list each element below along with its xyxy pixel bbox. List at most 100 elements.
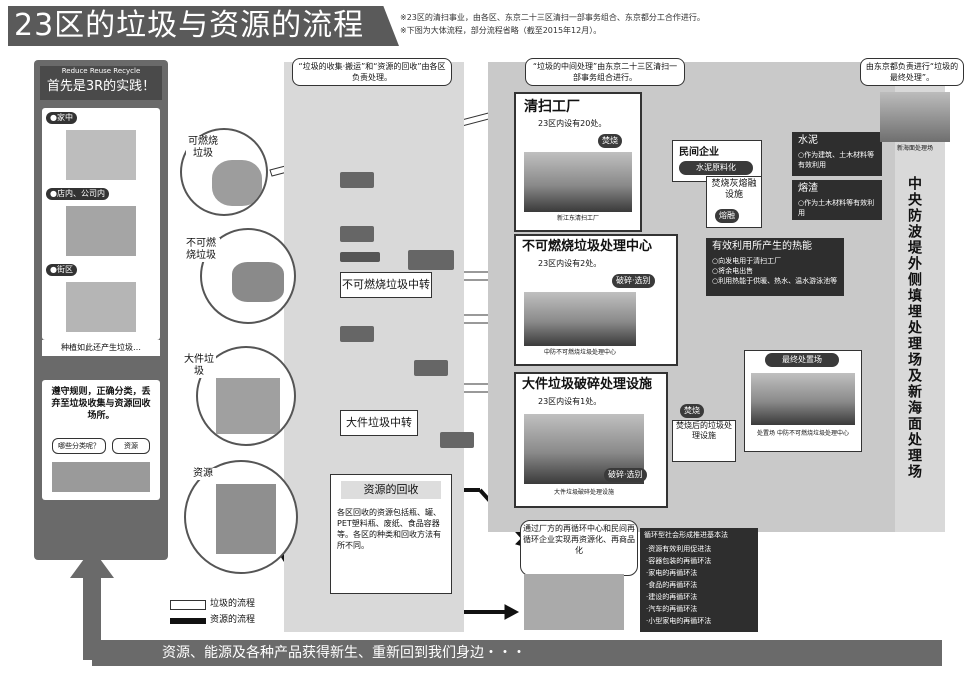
building-icon <box>66 206 136 256</box>
recycling-law-3: ·家电的再循环法 <box>646 569 698 577</box>
private-company-box: 民间企业 水泥原料化 <box>672 140 762 182</box>
landfill-vertical-label: 中央防波堤外侧填埋处理场及新海面处理场 <box>906 176 922 480</box>
recycling-law-7: ·小型家电的再循环法 <box>646 617 712 625</box>
sorting-card: 遵守规则，正确分类，丢弃至垃圾收集与资源回收场所。 哪些分类呢？ 资源 <box>42 380 160 500</box>
legend-black-label: 资源的流程 <box>210 615 256 625</box>
truck-icon <box>440 432 474 448</box>
bulky-center-box: 大件垃圾破碎处理设施 23区内设有1处。 破碎·选别 大件垃圾破碎处理设施 <box>514 372 668 508</box>
truck-icon <box>340 326 374 342</box>
bottom-banner: 资源、能源及各种产品获得新生、重新回到我们身边・・・ <box>92 640 942 666</box>
resource-circle <box>184 460 298 574</box>
house-icon <box>66 130 136 180</box>
nonburnable-center-pill: 破碎·选别 <box>612 274 655 288</box>
landfill-site-caption: 新海面处理场 <box>896 145 933 152</box>
resource-collection-box: 资源的回收 各区回收的资源包括瓶、罐、PET塑料瓶、废纸、食品容器等。各区的种类… <box>330 474 452 594</box>
bulky-relay: 大件垃圾中转 <box>340 410 418 436</box>
nonburnable-circle <box>200 228 296 324</box>
legend-black-arrow <box>170 618 206 624</box>
nonburnable-label: 不可燃烧垃圾 <box>182 238 220 262</box>
nonburnable-relay: 不可燃烧垃圾中转 <box>340 272 432 298</box>
melting-facility-box: 焚烧灰熔融设施 熔融 <box>706 176 762 228</box>
train-icon <box>340 252 380 262</box>
three-r-question: 种植如此还产生垃圾… <box>42 340 160 356</box>
cement-text: ○作为建筑、土木材料等有效利用 <box>798 151 875 169</box>
tag-street: ●街区 <box>46 264 77 276</box>
legend-white-label: 垃圾的流程 <box>210 599 256 609</box>
bubble-which: 哪些分类呢？ <box>52 438 106 454</box>
page-title: 23区的垃圾与资源的流程 <box>8 6 399 46</box>
recycle-bubble: 通过厂方的再循环中心和民间再循环企业实现再资源化、再商品化 <box>520 520 638 576</box>
truck-icon <box>340 172 374 188</box>
heat-line-2: ○将余电出售 <box>712 267 754 275</box>
callout-landfill: 由东京都负责进行“垃圾的最终处理”。 <box>860 58 964 86</box>
incineration-plant-photo <box>524 152 632 212</box>
bins-icon <box>52 462 150 492</box>
final-processing-box: 焚烧后的垃圾处理设施 <box>672 420 736 462</box>
resource-label: 资源 <box>186 468 220 480</box>
sorting-rules: 遵守规则，正确分类，丢弃至垃圾收集与资源回收场所。 <box>51 387 151 421</box>
incineration-plant-box: 清扫工厂 23区内设有20处。 焚烧 新江东清扫工厂 <box>514 92 642 232</box>
recycling-law-box: 循环型社会形成推进基本法 ·资源有效利用促进法 ·容器包装的再循环法 ·家电的再… <box>640 528 758 632</box>
cement-box: 水泥 ○作为建筑、土木材料等有效利用 <box>792 132 882 176</box>
container-truck-icon <box>408 250 454 270</box>
slag-box: 熔渣 ○作为土木材料等有效利用 <box>792 180 882 220</box>
three-r-header-big: 首先是3R的实践！ <box>46 79 156 94</box>
incineration-pill: 焚烧 <box>598 134 622 148</box>
slag-text: ○作为土木材料等有效利用 <box>798 199 875 217</box>
burnable-waste-icon <box>212 160 262 206</box>
heat-line-3: ○利用热能于供暖、热水、温水游泳池等 <box>712 277 838 285</box>
heat-energy-box: 有效利用所产生的热能 ○向发电用于清扫工厂 ○将余电出售 ○利用热能于供暖、热水… <box>706 238 844 296</box>
header-note-1: ※23区的清扫事业，由各区、东京二十三区清扫一部事务组合、东京都分工合作进行。 <box>400 13 705 22</box>
header-note-2: ※下图为大体流程，部分流程省略（截至2015年12月）。 <box>400 26 602 35</box>
bubble-resource: 资源 <box>112 438 150 454</box>
recycling-law-title: 循环型社会形成推进基本法 <box>644 531 728 539</box>
landfill-site-photo <box>880 92 950 142</box>
recycling-law-2: ·容器包装的再循环法 <box>646 557 712 565</box>
final-disposal-caption: 处置场 中防不可燃烧垃圾处理中心 <box>757 430 849 437</box>
bulky-label: 大件垃圾 <box>182 354 216 378</box>
nonburnable-center-box: 不可燃烧垃圾处理中心 23区内设有2处。 破碎·选别 中防不可燃烧垃圾处理中心 <box>514 234 678 366</box>
nonburnable-center-count: 23区内设有2处。 <box>538 259 602 268</box>
final-disposal-box: 最终处置场 处置场 中防不可燃烧垃圾处理中心 <box>744 350 862 452</box>
final-disposal-photo <box>751 373 855 425</box>
furniture-icon <box>216 378 280 434</box>
truck-icon <box>414 360 448 376</box>
nonburnable-center-caption: 中防不可燃烧垃圾处理中心 <box>543 349 616 356</box>
recycling-law-6: ·汽车的再循环法 <box>646 605 698 613</box>
cement-title: 水泥 <box>798 135 818 146</box>
three-r-header: Reduce Reuse Recycle 首先是3R的实践！ <box>40 66 162 100</box>
melting-pill: 熔融 <box>715 209 739 223</box>
bulky-center-count: 23区内设有1处。 <box>538 397 602 406</box>
bulky-center-title: 大件垃圾破碎处理设施 <box>522 377 653 392</box>
legend-white-arrow <box>170 600 206 610</box>
truck-icon <box>340 226 374 242</box>
recycling-law-5: ·建设的再循环法 <box>646 593 698 601</box>
final-pill: 焚烧 <box>680 404 704 418</box>
tag-office: ●店内、公司内 <box>46 188 109 200</box>
heat-line-1: ○向发电用于清扫工厂 <box>712 257 782 265</box>
callout-collect: “垃圾的收集·搬运”和“资源的回收”由各区负责处理。 <box>292 58 452 86</box>
melting-facility-title: 焚烧灰熔融设施 <box>711 179 757 200</box>
incineration-plant-count: 23区内设有20处。 <box>538 119 607 128</box>
private-company-title: 民间企业 <box>679 147 719 158</box>
bulky-center-pill: 破碎·选别 <box>604 468 647 482</box>
recycled-products-icon <box>524 574 624 630</box>
recycling-law-1: ·资源有效利用促进法 <box>646 545 712 553</box>
street-icon <box>66 282 136 332</box>
callout-intermediate: “垃圾的中间处理”由东京二十三区清扫一部事务组合进行。 <box>525 58 685 86</box>
incineration-plant-caption: 新江东清扫工厂 <box>556 215 599 222</box>
nonburnable-center-title: 不可燃烧垃圾处理中心 <box>522 239 653 254</box>
resource-collection-title: 资源的回收 <box>341 481 441 499</box>
three-r-scenes: ●家中 ●店内、公司内 ●街区 <box>42 108 160 340</box>
nonburnable-waste-icon <box>232 262 284 302</box>
nonburnable-center-photo <box>524 292 636 346</box>
slag-title: 熔渣 <box>798 183 818 194</box>
cement-pill: 水泥原料化 <box>679 161 753 175</box>
final-disposal-title: 最终处置场 <box>765 353 839 367</box>
tag-home: ●家中 <box>46 112 77 124</box>
incineration-plant-title: 清扫工厂 <box>524 99 580 115</box>
recycling-law-4: ·食品的再循环法 <box>646 581 698 589</box>
three-r-header-small: Reduce Reuse Recycle <box>61 67 141 75</box>
burnable-label: 可燃烧垃圾 <box>186 136 220 160</box>
heat-energy-title: 有效利用所产生的热能 <box>712 241 812 252</box>
